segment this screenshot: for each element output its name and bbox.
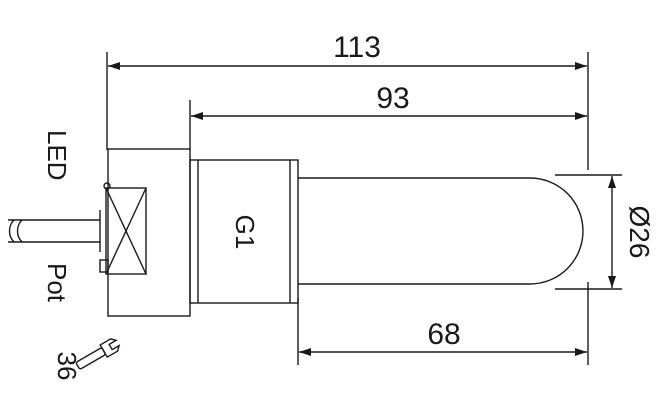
thread-label: G1 <box>230 215 260 250</box>
dim-label-diameter: Ø26 <box>624 206 655 259</box>
cable-break-mark <box>8 219 15 243</box>
pot-label: Pot <box>42 263 72 303</box>
sensor-head <box>107 148 191 317</box>
connector-cross-b <box>105 187 147 275</box>
dim-label-93: 93 <box>376 82 409 115</box>
dim-label-68: 68 <box>427 318 460 351</box>
probe-tube <box>298 177 584 285</box>
wrench-icon <box>75 338 121 370</box>
connector-box <box>105 187 147 275</box>
led-indicator <box>103 182 111 190</box>
wrench-size-label: 36 <box>52 352 82 381</box>
pot-screw <box>99 259 109 273</box>
thread-body <box>189 159 299 304</box>
led-label: LED <box>42 130 72 181</box>
dim-label-113: 113 <box>333 31 381 64</box>
cable-break-mark-2 <box>16 219 23 243</box>
